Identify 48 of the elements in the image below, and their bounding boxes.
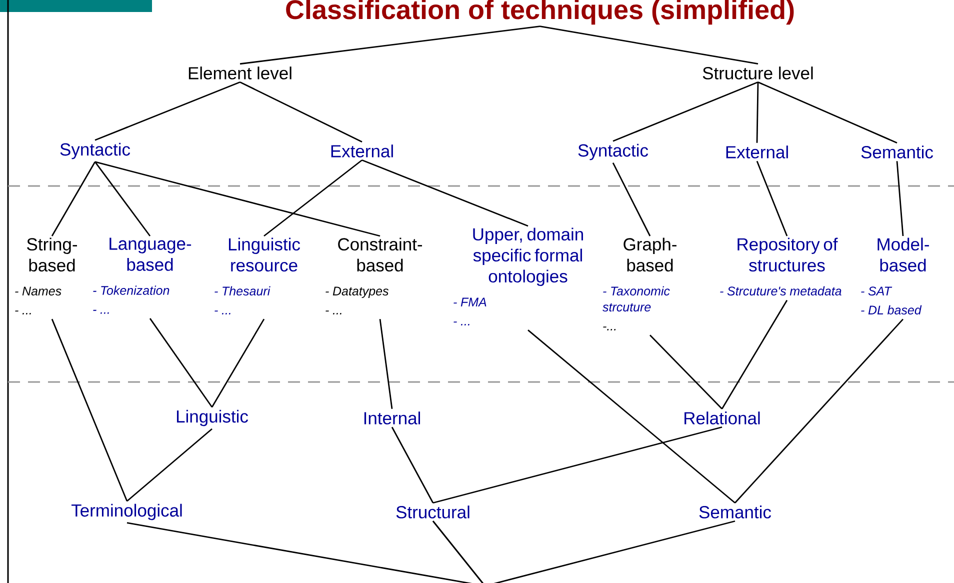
technique-label: Model-based - SAT - DL based (861, 238, 929, 314)
technique-label: Upper, domain specific formal ontologies - FMA - ... (454, 228, 583, 326)
category-label: Syntactic (578, 144, 648, 160)
tree-line (391, 426, 434, 504)
category-label: Terminological (71, 504, 182, 520)
tree-line (149, 318, 213, 408)
tree-line (432, 520, 736, 583)
category-label: Relational (684, 412, 760, 424)
tree-line (362, 159, 528, 227)
tree-line (540, 26, 758, 65)
tree-line (721, 300, 788, 410)
tree-line (126, 428, 212, 502)
tree-line (379, 318, 393, 409)
category-label: Linguistic (176, 410, 248, 426)
technique-label: Graph-based - Taxonomic strcuture -... (602, 238, 676, 330)
tree-line (51, 318, 128, 502)
tree-line (896, 161, 904, 236)
tree-line (240, 26, 540, 65)
category-label: Syntactic (60, 142, 130, 160)
tree-line (94, 81, 240, 141)
tree-line (756, 82, 759, 143)
tree-line (211, 318, 265, 408)
tree-line (756, 160, 788, 236)
category-label: External (331, 144, 393, 158)
category-label: Internal (364, 412, 420, 424)
tree-line (612, 81, 758, 142)
technique-label: Repository of structures - Strcuture's metadata (720, 238, 842, 296)
category-label: External (726, 146, 788, 158)
technique-label: Language-based - Tokenization - ... (93, 238, 192, 314)
technique-label: String-based - Names - ... (15, 238, 77, 314)
tree-line (264, 160, 362, 237)
category-label: Structure level (702, 66, 813, 80)
tree-line (240, 82, 362, 142)
tree-line (734, 318, 904, 504)
tree-line (51, 162, 96, 236)
category-label: Semantic (861, 146, 933, 158)
tree-line (758, 81, 898, 144)
category-label: Element level (188, 66, 292, 80)
category-label: Structural (396, 506, 470, 518)
tree-line (94, 161, 151, 236)
category-label: Semantic (699, 506, 771, 518)
tree-line (612, 162, 651, 236)
technique-label: Constraint-based - Datatypes - ... (326, 238, 422, 314)
tree-line (528, 330, 736, 504)
tree-line (650, 334, 722, 410)
technique-label: Linguistic resource - Thesauri - ... (214, 238, 300, 314)
tree-line (94, 161, 380, 237)
tree-line (432, 426, 722, 504)
